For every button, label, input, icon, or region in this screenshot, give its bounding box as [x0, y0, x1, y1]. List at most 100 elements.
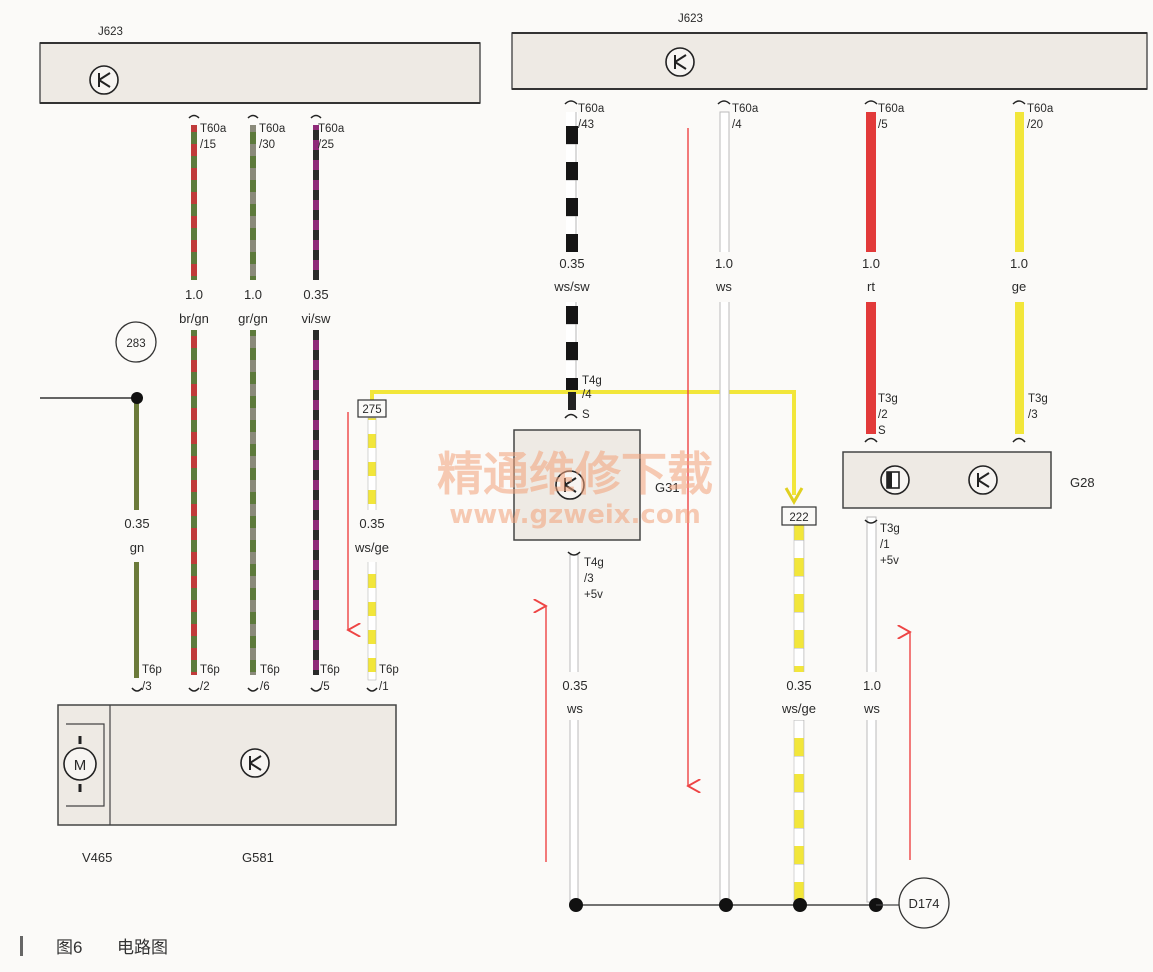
ref-circle-283 — [115, 321, 157, 363]
wire-color: ws — [863, 701, 880, 716]
wire-size: 0.35 — [359, 516, 384, 531]
caption-bar — [20, 936, 23, 956]
g28-module — [842, 451, 1052, 509]
wire-size: 0.35 — [562, 678, 587, 693]
pin-num: /3 — [584, 573, 594, 585]
g581-module: M — [57, 704, 397, 826]
box-222 — [781, 506, 817, 526]
watermark-url: www.gzweix.com — [449, 500, 701, 530]
j623-left-label: J623 — [98, 26, 123, 38]
junction-dot-icon — [131, 392, 143, 404]
wire-size: 0.35 — [303, 287, 328, 302]
wire-color: gr/gn — [238, 311, 268, 326]
pin-conn: T60a — [578, 103, 605, 115]
ground-bus — [569, 898, 900, 912]
ground-dot-icon — [719, 898, 733, 912]
pin-num: /5 — [878, 119, 888, 131]
wire-vi-sw — [310, 114, 322, 692]
ref-d174-label: D174 — [908, 896, 939, 911]
box-275-label: 275 — [362, 404, 381, 416]
pin-conn: T6p — [260, 664, 280, 676]
watermark-cn: 精通维修下载 — [437, 447, 713, 501]
box-222-label: 222 — [789, 512, 808, 524]
figure-number: 图6 — [56, 938, 82, 957]
pin-conn: T60a — [259, 123, 286, 135]
g28-label: G28 — [1070, 475, 1095, 490]
pin-conn: T60a — [318, 123, 345, 135]
pin-conn: T6p — [142, 664, 162, 676]
motor-bracket — [66, 723, 105, 807]
pin-conn: T60a — [200, 123, 227, 135]
ground-dot-icon — [569, 898, 583, 912]
wire-ws-sw — [564, 100, 578, 419]
pin-num: /15 — [200, 139, 216, 151]
wire-size: 0.35 — [786, 678, 811, 693]
pin-num: /3 — [1028, 409, 1038, 421]
wire-color: gn — [130, 540, 144, 555]
j623-left-bus — [39, 42, 481, 104]
pin-sig: +5v — [584, 589, 603, 601]
motor-letter: M — [74, 757, 87, 774]
pin-sig: +5v — [880, 555, 899, 567]
pin-num: /3 — [142, 681, 152, 693]
pin-num: /25 — [318, 139, 334, 151]
ground-dot-icon — [793, 898, 807, 912]
wire-color: br/gn — [179, 311, 209, 326]
wire-color: rt — [867, 279, 875, 294]
g31-label: G31 — [655, 480, 680, 495]
sensor-icon — [968, 465, 998, 495]
wire-size: 1.0 — [244, 287, 262, 302]
j623-right-bus — [511, 32, 1148, 90]
wire-size: 0.35 — [559, 256, 584, 271]
pin-num: /2 — [878, 409, 888, 421]
pin-conn: T4g — [584, 557, 604, 569]
pin-num: /30 — [259, 139, 275, 151]
figure-title: 电路图 — [117, 938, 168, 957]
wire-color: ws — [715, 279, 732, 294]
pin-num: /5 — [320, 681, 330, 693]
wire-color: ws/sw — [553, 279, 590, 294]
pin-num: /2 — [200, 681, 210, 693]
g31-module — [513, 429, 641, 541]
pin-conn: T6p — [379, 664, 399, 676]
yellow-signal-line — [370, 390, 804, 506]
wire-color: vi/sw — [302, 311, 332, 326]
wire-color: ws — [566, 701, 583, 716]
ref-circle-d174 — [898, 877, 950, 929]
pin-conn: T60a — [878, 103, 905, 115]
wire-br-gn — [188, 114, 200, 692]
wire-color: ws/ge — [781, 701, 816, 716]
g581-label: G581 — [242, 850, 274, 865]
wire-color: ge — [1012, 279, 1026, 294]
pin-num: /20 — [1027, 119, 1043, 131]
pin-conn: T3g — [1028, 393, 1048, 405]
wire-size: 1.0 — [185, 287, 203, 302]
pin-sig: S — [582, 409, 590, 421]
wire-size: 1.0 — [862, 256, 880, 271]
wire-size: 1.0 — [1010, 256, 1028, 271]
pin-num: /43 — [578, 119, 594, 131]
sensor-icon — [89, 65, 119, 95]
sensor-icon — [240, 748, 270, 778]
pin-num: /4 — [582, 389, 592, 401]
pin-conn: T60a — [1027, 103, 1054, 115]
pin-conn: T6p — [200, 664, 220, 676]
switch-icon — [880, 465, 910, 495]
wire-color: ws/ge — [354, 540, 389, 555]
pin-num: /1 — [379, 681, 389, 693]
sensor-icon — [665, 47, 695, 77]
pin-sig: S — [878, 425, 886, 437]
pin-conn: T6p — [320, 664, 340, 676]
j623-right-label: J623 — [678, 13, 703, 25]
ref-283-label: 283 — [126, 338, 145, 350]
motor-icon: M — [63, 736, 97, 792]
v465-label: V465 — [82, 850, 112, 865]
wire-size: 0.35 — [124, 516, 149, 531]
wire-size: 1.0 — [715, 256, 733, 271]
wire-gr-gn — [247, 114, 259, 692]
pin-conn: T4g — [582, 375, 602, 387]
wire-size: 1.0 — [863, 678, 881, 693]
pin-num: /1 — [880, 539, 890, 551]
box-275 — [357, 399, 387, 418]
